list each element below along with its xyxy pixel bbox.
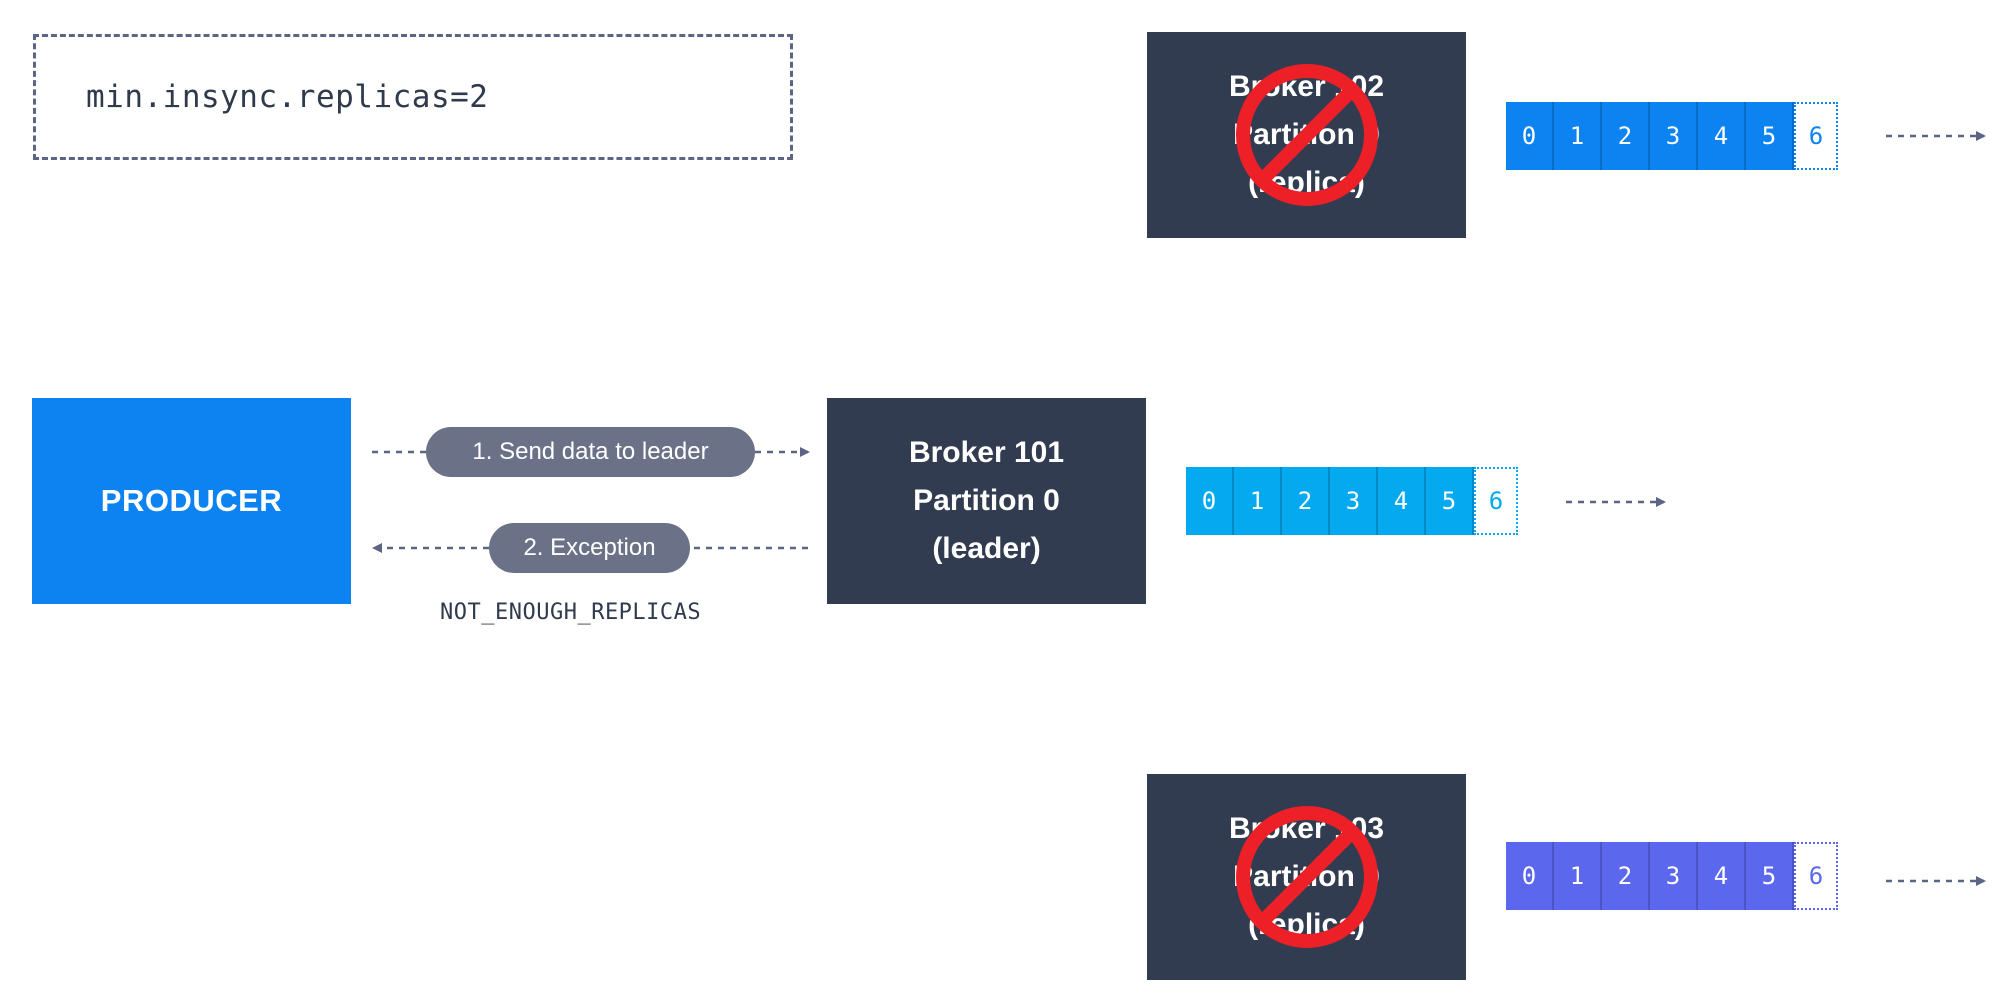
- log-cell: 3: [1650, 842, 1698, 910]
- broker-leader-role: (leader): [932, 532, 1041, 565]
- prohibited-icon: [1235, 64, 1378, 206]
- log-cell: 5: [1746, 102, 1794, 170]
- log-cell: 1: [1554, 842, 1602, 910]
- config-setting: min.insync.replicas=2: [86, 79, 489, 115]
- broker-103: Broker 103 Partition 0 (replica): [1147, 774, 1466, 980]
- broker-leader-name: Broker 101: [908, 436, 1065, 469]
- log-cell: 5: [1746, 842, 1794, 910]
- error-code: NOT_ENOUGH_REPLICAS: [440, 600, 702, 625]
- log-cell: 0: [1186, 467, 1234, 535]
- log-cell: 2: [1602, 102, 1650, 170]
- producer-box: PRODUCER: [32, 398, 351, 604]
- log-replica-102: 0 1 2 3 4 5 6: [1506, 102, 1838, 170]
- log-cell: 0: [1506, 102, 1554, 170]
- log-next-offset: 6: [1794, 842, 1838, 910]
- log-cell: 1: [1554, 102, 1602, 170]
- exception-label: 2. Exception: [489, 523, 690, 573]
- log-replica-103: 0 1 2 3 4 5 6: [1506, 842, 1838, 910]
- producer-label: PRODUCER: [100, 483, 283, 518]
- log-cell: 0: [1506, 842, 1554, 910]
- log-next-offset: 6: [1474, 467, 1518, 535]
- log-next-offset: 6: [1794, 102, 1838, 170]
- log-cell: 4: [1698, 102, 1746, 170]
- prohibited-icon: [1235, 806, 1378, 948]
- broker-leader-partition: Partition 0: [913, 484, 1060, 517]
- log-cell: 4: [1698, 842, 1746, 910]
- config-box: min.insync.replicas=2: [33, 34, 793, 160]
- log-cell: 1: [1234, 467, 1282, 535]
- broker-102: Broker 102 Partition 0 (replica): [1147, 32, 1466, 238]
- send-data-label: 1. Send data to leader: [426, 427, 755, 477]
- log-cell: 4: [1378, 467, 1426, 535]
- log-cell: 5: [1426, 467, 1474, 535]
- broker-leader: Broker 101 Partition 0 (leader): [827, 398, 1146, 604]
- log-cell: 2: [1282, 467, 1330, 535]
- log-cell: 3: [1330, 467, 1378, 535]
- log-cell: 3: [1650, 102, 1698, 170]
- log-leader: 0 1 2 3 4 5 6: [1186, 467, 1518, 535]
- log-cell: 2: [1602, 842, 1650, 910]
